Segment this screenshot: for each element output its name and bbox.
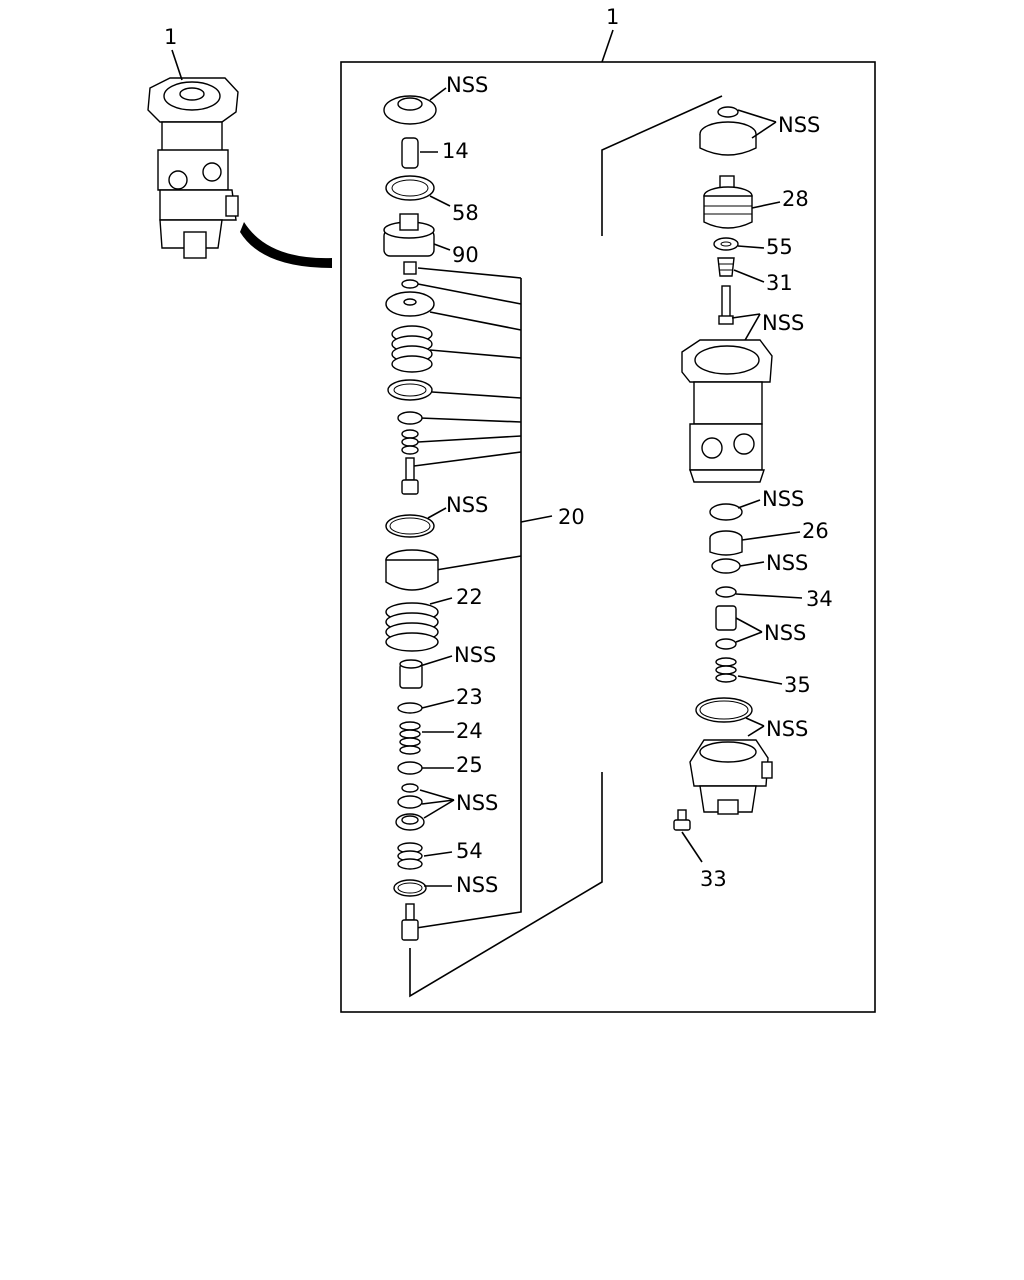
label-nss-sleeve-right: NSS (764, 621, 806, 645)
label-25: 25 (456, 753, 483, 777)
label-34: 34 (806, 587, 833, 611)
label-35: 35 (784, 673, 811, 697)
assembled-valve-thumbnail (147, 77, 332, 268)
label-31: 31 (766, 271, 793, 295)
label-28: 28 (782, 187, 809, 211)
label-nss-oring: NSS (446, 493, 488, 517)
label-20: 20 (558, 505, 585, 529)
label-90: 90 (452, 243, 479, 267)
label-26: 26 (802, 519, 829, 543)
label-55: 55 (766, 235, 793, 259)
label-nss-cap: NSS (446, 73, 488, 97)
label-54: 54 (456, 839, 483, 863)
label-14: 14 (442, 139, 469, 163)
label-nss-stem: NSS (762, 311, 804, 335)
right-column-parts (673, 106, 803, 863)
label-assembly-frame: 1 (606, 5, 619, 29)
label-nss-housing: NSS (766, 717, 808, 741)
label-58: 58 (452, 201, 479, 225)
label-assembly-outside: 1 (164, 25, 177, 49)
label-23: 23 (456, 685, 483, 709)
label-nss-snap: NSS (456, 873, 498, 897)
explosion-axis (409, 95, 723, 998)
label-nss-top-right: NSS (778, 113, 820, 137)
left-column-parts (383, 87, 455, 941)
parts-frame (340, 61, 876, 1013)
label-24: 24 (456, 719, 483, 743)
label-nss-oring-right: NSS (766, 551, 808, 575)
label-nss-sleeve: NSS (454, 643, 496, 667)
label-22: 22 (456, 585, 483, 609)
label-nss-snap-right: NSS (762, 487, 804, 511)
label-33: 33 (700, 867, 727, 891)
bracket-20 (413, 267, 553, 929)
label-nss-group: NSS (456, 791, 498, 815)
